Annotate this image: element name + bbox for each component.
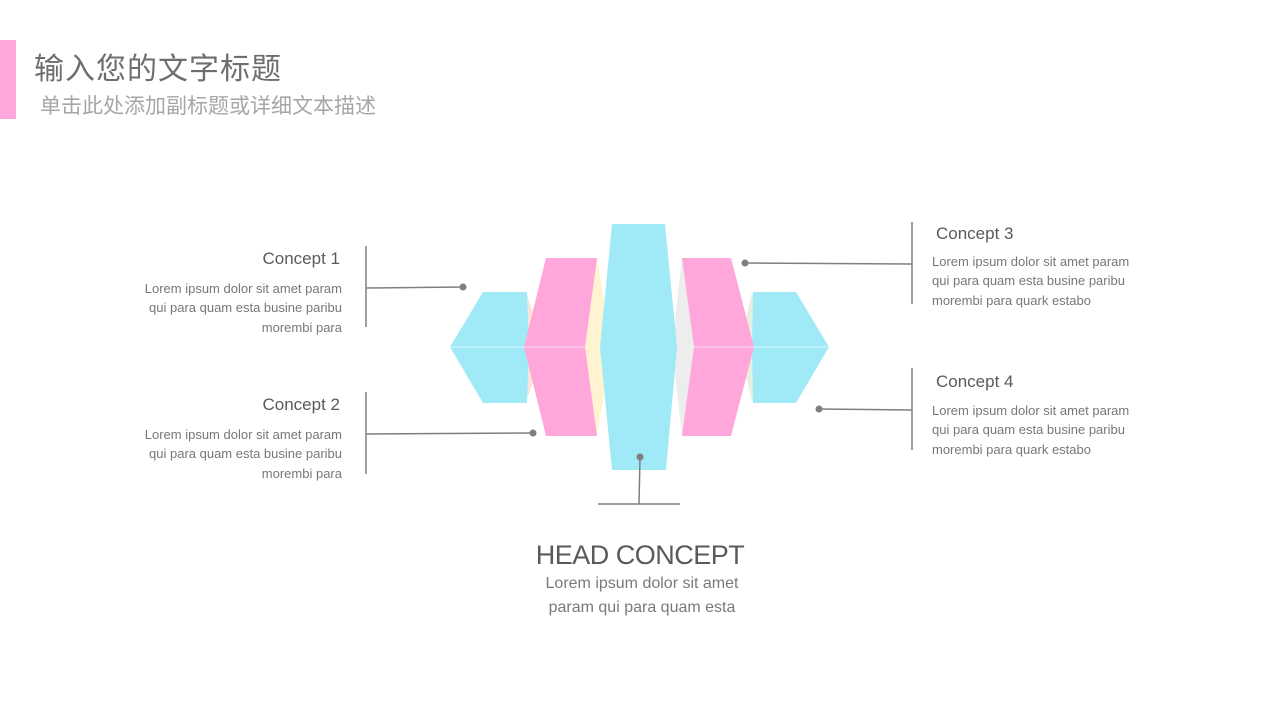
column-cyan-center[interactable] <box>600 224 677 470</box>
head-concept-title[interactable]: HEAD CONCEPT <box>535 540 745 570</box>
connector-concept-3-dot <box>741 259 749 267</box>
title-accent-bar <box>0 40 16 119</box>
slide-title[interactable]: 输入您的文字标题 <box>34 52 282 87</box>
connector-concept-4-dot <box>815 405 823 413</box>
concept-4-body[interactable]: Lorem ipsum dolor sit amet param qui par… <box>932 403 1130 457</box>
concept-2-body[interactable]: Lorem ipsum dolor sit amet param qui par… <box>144 427 342 481</box>
concept-4-title[interactable]: Concept 4 <box>936 372 1014 391</box>
concept-1-title[interactable]: Concept 1 <box>262 249 341 268</box>
connector-concept-3-line <box>744 262 913 265</box>
connector-head-stem <box>638 456 641 505</box>
concept-2-title[interactable]: Concept 2 <box>262 395 341 414</box>
concept-1-body[interactable]: Lorem ipsum dolor sit amet param qui par… <box>144 281 342 335</box>
connector-concept-1-dot <box>459 283 467 291</box>
connector-concept-1-line <box>365 286 464 289</box>
connector-concept-2-line <box>365 432 534 435</box>
gap-strip-right-inner <box>672 258 697 436</box>
concept-3-body[interactable]: Lorem ipsum dolor sit amet param qui par… <box>932 254 1130 308</box>
connector-head-dot <box>636 453 644 461</box>
head-concept-body[interactable]: Lorem ipsum dolor sit amet param qui par… <box>545 575 739 616</box>
connector-concept-4-line <box>818 408 913 411</box>
connector-concept-2-dot <box>529 429 537 437</box>
slide-subtitle[interactable]: 单击此处添加副标题或详细文本描述 <box>40 94 376 118</box>
concept-3-title[interactable]: Concept 3 <box>936 224 1014 243</box>
